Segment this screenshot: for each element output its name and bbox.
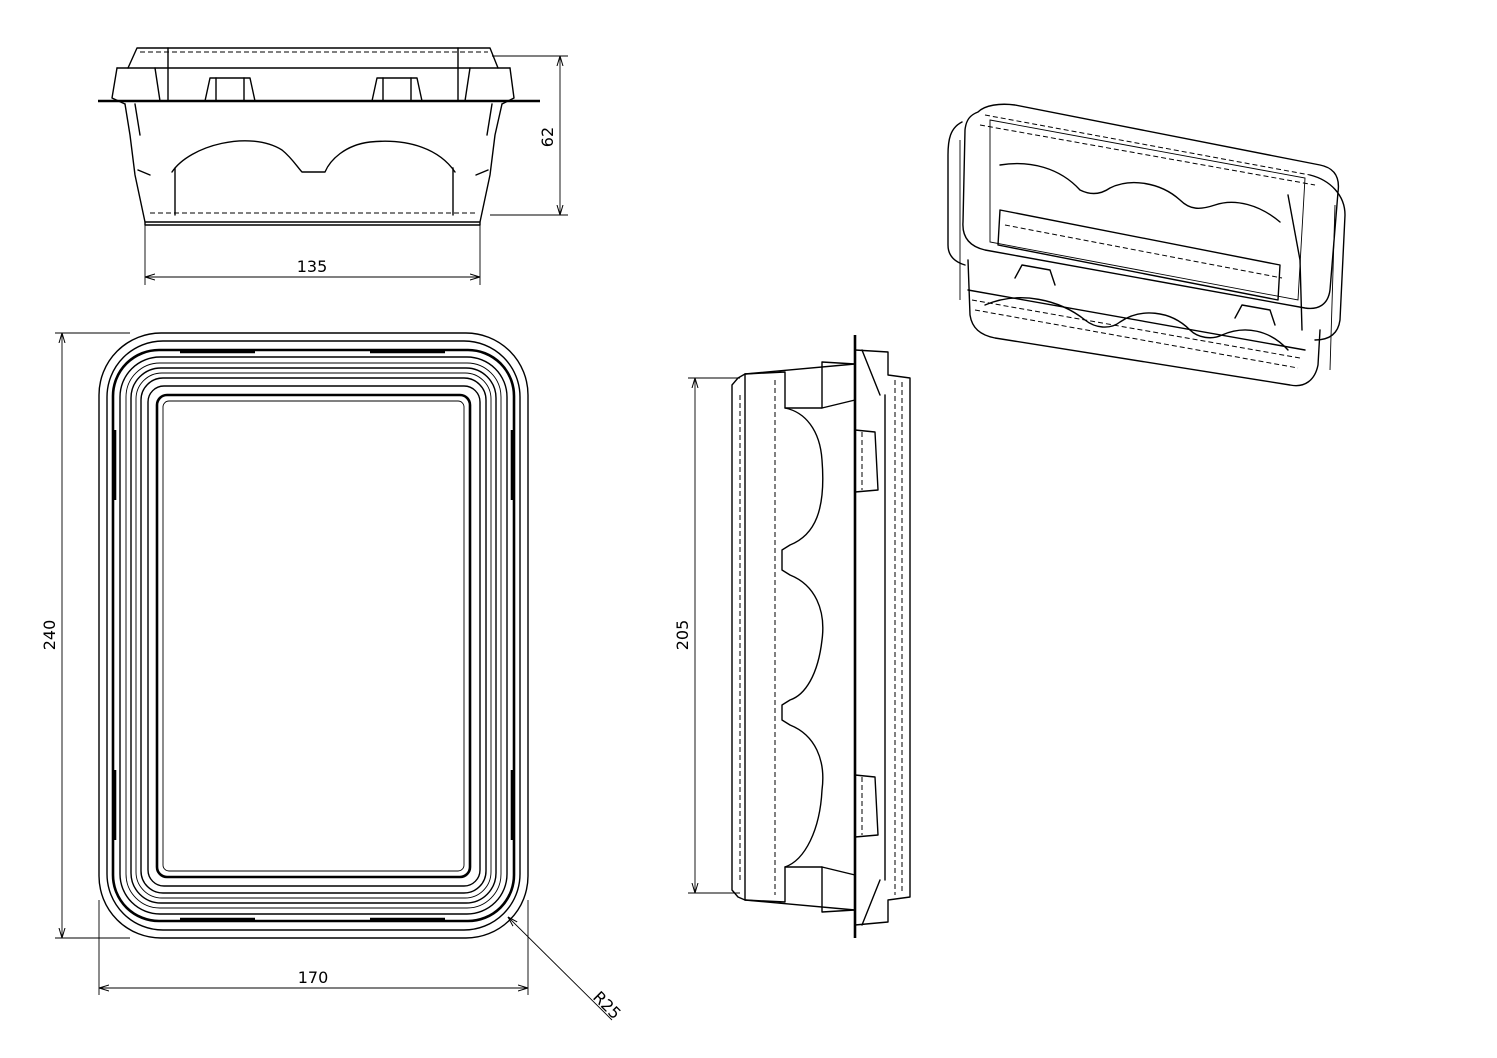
- dimension-label-width-170: 170: [298, 968, 329, 987]
- dimension-label-height-240: 240: [40, 620, 59, 651]
- isometric-view: [947, 103, 1346, 387]
- dimension-label-width-135: 135: [297, 257, 328, 276]
- front-elevation-view: 135 62: [98, 47, 568, 285]
- dimension-label-length-205: 205: [673, 620, 692, 651]
- plan-view: 240 170 R25: [40, 332, 625, 1023]
- dimension-label-radius-r25: R25: [589, 987, 625, 1023]
- side-view: 205: [673, 335, 911, 938]
- dimension-label-height-62: 62: [538, 127, 557, 147]
